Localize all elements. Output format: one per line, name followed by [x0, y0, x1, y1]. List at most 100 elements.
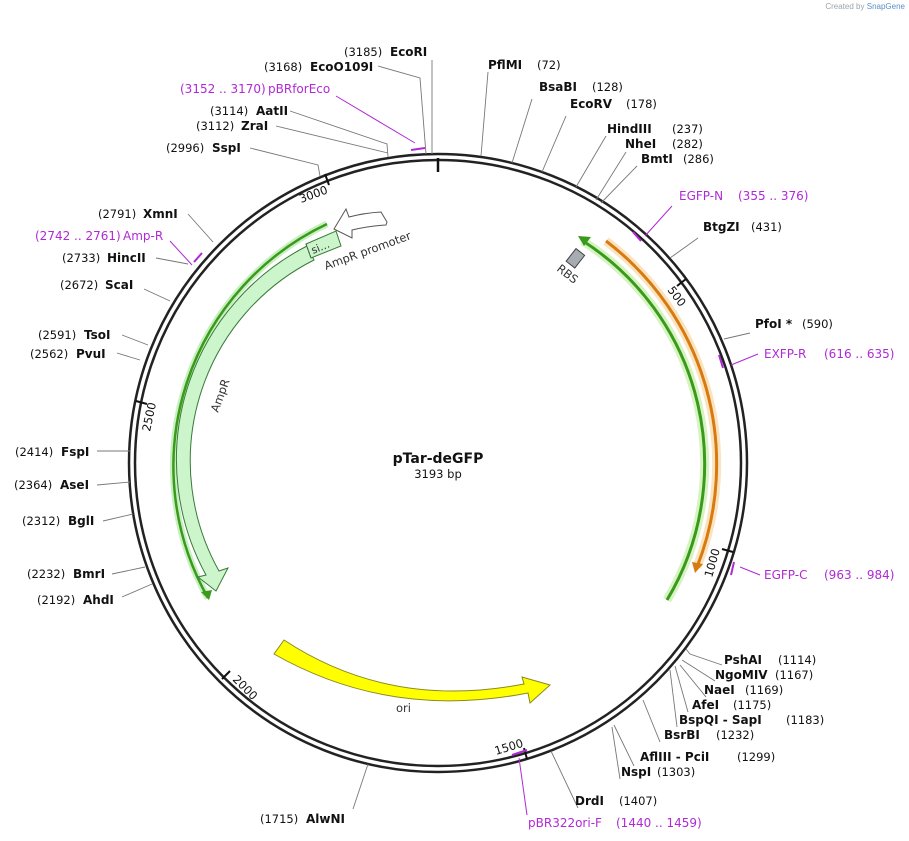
tick-2500: 2500	[139, 401, 159, 433]
enzyme-naei-name: NaeI	[704, 683, 735, 697]
enzyme-drdi-name: DrdI	[575, 794, 604, 808]
enzyme-asei-pos: (2364)	[14, 478, 52, 492]
enzyme-bspqi-sapi: BspQI - SapI (1183)	[679, 709, 824, 728]
enzyme-drdi-pos: (1407)	[619, 794, 657, 808]
enzyme-ecori-name: EcoRI	[390, 45, 427, 59]
enzyme-pvui: (2562) PvuI	[30, 343, 106, 362]
enzyme-bmti: BmtI (286)	[641, 148, 714, 167]
enzyme-nspi: NspI (1303)	[621, 761, 695, 780]
enzyme-pfoi-name: PfoI *	[755, 317, 793, 331]
enzyme-bmri-pos: (2232)	[27, 567, 65, 581]
gfp-orange-arc-line	[605, 239, 719, 568]
rbs-box	[565, 247, 586, 269]
enzyme-pflmi-name: PflMI	[488, 58, 522, 72]
primer-exfp-r-name: EXFP-R	[764, 347, 806, 361]
enzyme-xmni-pos: (2791)	[98, 207, 136, 221]
credit-prefix: Created by	[825, 2, 865, 11]
primer-pbrforeco-name: pBRforEco	[268, 82, 330, 96]
enzyme-tsoi-pos: (2591)	[38, 328, 76, 342]
primer-pbr322ori-f: pBR322ori-F (1440 .. 1459)	[528, 812, 702, 831]
enzyme-fspi: (2414) FspI	[15, 441, 89, 460]
ampr-outer-line	[172, 222, 328, 599]
enzyme-ecorv-pos: (178)	[626, 97, 657, 111]
primer-egfp-c-name: EGFP-C	[764, 568, 807, 582]
enzyme-scai-pos: (2672)	[60, 278, 98, 292]
ampr-promoter-arrow	[333, 207, 388, 239]
enzyme-pfoi: PfoI * (590)	[755, 313, 833, 332]
enzyme-ahdi-pos: (2192)	[37, 593, 75, 607]
enzyme-afei-pos: (1175)	[733, 698, 771, 712]
enzyme-bmri: (2232) BmrI	[27, 563, 105, 582]
enzyme-naei: NaeI (1169)	[704, 679, 783, 698]
enzyme-bsabi: BsaBI (128)	[539, 76, 623, 95]
gfp-orange-arrowhead	[692, 562, 703, 573]
enzyme-naei-pos: (1169)	[745, 683, 783, 697]
enzyme-xmni: (2791) XmnI	[98, 203, 178, 222]
tick-500-mark	[676, 278, 687, 287]
enzyme-ecorv: EcoRV (178)	[570, 93, 657, 112]
enzyme-ecorv-name: EcoRV	[570, 97, 613, 111]
enzyme-pfoi-pos: (590)	[802, 317, 833, 331]
enzyme-nspi-pos: (1303)	[657, 765, 695, 779]
enzyme-asei: (2364) AseI	[14, 474, 89, 493]
enzyme-aatii-name: AatII	[256, 104, 288, 118]
enzyme-drdi: DrdI (1407)	[575, 790, 657, 809]
enzyme-ngomiv: NgoMIV (1167)	[715, 664, 813, 683]
enzyme-hincii: (2733) HincII	[62, 247, 146, 266]
enzyme-btgzi-pos: (431)	[751, 220, 782, 234]
enzyme-ngomiv-name: NgoMIV	[715, 668, 768, 682]
enzyme-hindiii-name: HindIII	[607, 122, 652, 136]
ampr-outer-arrowhead	[201, 590, 212, 600]
primer-pbr322ori-f-name: pBR322ori-F	[528, 816, 602, 830]
primer-amp-r: (2742 .. 2761) Amp-R	[35, 225, 163, 244]
si-divider	[305, 243, 312, 259]
tick-2500-mark	[135, 400, 148, 405]
primer-pbrforeco: (3152 .. 3170) pBRforEco	[180, 78, 330, 97]
plasmid-length: 3193 bp	[414, 467, 462, 481]
enzyme-aatii-pos: (3114)	[210, 104, 248, 118]
primer-exfp-r-pos: (616 .. 635)	[824, 347, 894, 361]
primer-amp-r-pos: (2742 .. 2761)	[35, 229, 121, 243]
enzyme-ahdi: (2192) AhdI	[37, 589, 114, 608]
snapgene-credit: Created by SnapGene	[825, 2, 905, 11]
enzyme-asei-name: AseI	[60, 478, 89, 492]
primer-egfp-c-pos: (963 .. 984)	[824, 568, 894, 582]
enzyme-ahdi-name: AhdI	[83, 593, 114, 607]
enzyme-fspi-pos: (2414)	[15, 445, 53, 459]
enzyme-bsabi-name: BsaBI	[539, 80, 577, 94]
enzyme-bmti-pos: (286)	[683, 152, 714, 166]
enzyme-afliii-pcii: AflIII - PciI (1299)	[640, 746, 775, 765]
enzyme-zrai-name: ZraI	[241, 119, 268, 133]
enzyme-nhei: NheI (282)	[625, 133, 703, 152]
primer-amp-r-name: Amp-R	[123, 229, 163, 243]
enzyme-hindiii-pos: (237)	[672, 122, 703, 136]
enzyme-bgli-pos: (2312)	[22, 514, 60, 528]
enzyme-aatii: (3114) AatII	[210, 100, 288, 119]
enzyme-fspi-name: FspI	[61, 445, 89, 459]
enzyme-ecoo109i-pos: (3168)	[264, 60, 302, 74]
primer-marks	[193, 147, 735, 756]
primer-exfp-r: EXFP-R (616 .. 635)	[764, 343, 894, 362]
enzyme-sspi-name: SspI	[212, 141, 241, 155]
primer-pbrforeco-pos: (3152 .. 3170)	[180, 82, 266, 96]
enzyme-alwni-pos: (1715)	[260, 812, 298, 826]
enzyme-bmri-name: BmrI	[73, 567, 105, 581]
enzyme-pflmi: PflMI (72)	[488, 54, 561, 73]
enzyme-bspqi-sapi-name: BspQI - SapI	[679, 713, 762, 727]
enzyme-ecori: (3185) EcoRI	[344, 41, 427, 60]
backbone-outer	[127, 152, 749, 774]
gfp-green-arrowhead	[578, 236, 591, 246]
primer-leaders	[169, 95, 761, 816]
enzyme-hincii-pos: (2733)	[62, 251, 100, 265]
enzyme-zrai: (3112) ZraI	[196, 115, 268, 134]
primer-egfp-c: EGFP-C (963 .. 984)	[764, 564, 894, 583]
primer-pbr322ori-f-pos: (1440 .. 1459)	[616, 816, 702, 830]
enzyme-pvui-pos: (2562)	[30, 347, 68, 361]
enzyme-bspqi-sapi-pos: (1183)	[786, 713, 824, 727]
enzyme-nhei-pos: (282)	[672, 137, 703, 151]
enzyme-tsoi-name: TsoI	[84, 328, 110, 342]
snapgene-brand: SnapGene	[866, 2, 905, 11]
ampr-feature	[175, 245, 315, 592]
enzyme-nhei-name: NheI	[625, 137, 656, 151]
